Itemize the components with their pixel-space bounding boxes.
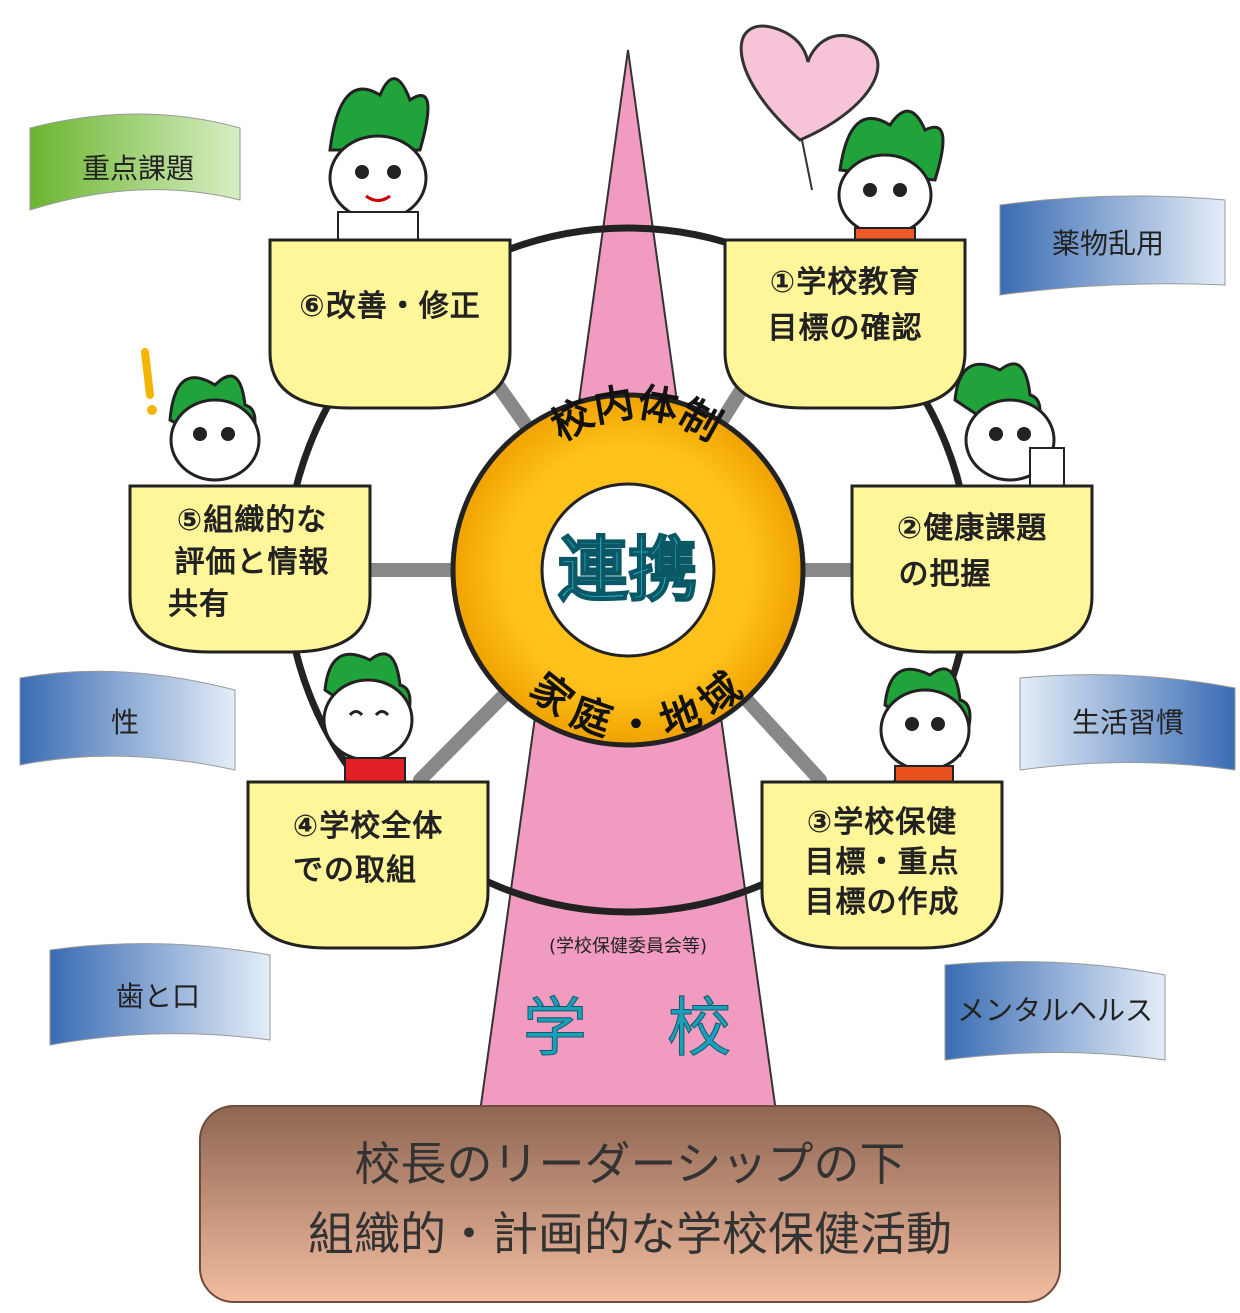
step-3-line-2: 目標・重点 <box>805 845 960 880</box>
mascot-doctor <box>328 77 430 245</box>
step-5-line-1: ⑤組織的な <box>177 503 327 538</box>
mascot-happy <box>322 652 414 783</box>
flag-topic-3: 性 <box>19 670 236 771</box>
step-5-line-2: 評価と情報 <box>175 545 330 580</box>
step-2-line-1: ②健康課題 <box>897 511 1047 546</box>
mascot-heart <box>739 24 945 243</box>
hub-center-label: 連携 <box>558 529 698 611</box>
step-1-line-2: 目標の確認 <box>768 311 923 346</box>
cabin-step-3: ③学校保健 目標・重点 目標の作成 <box>760 780 1004 950</box>
step-3-line-1: ③学校保健 <box>807 805 957 840</box>
base-banner: 校長のリーダーシップの下 組織的・計画的な学校保健活動 <box>199 1105 1061 1303</box>
base-line-1: 校長のリーダーシップの下 <box>354 1137 905 1191</box>
mascot-paper <box>953 362 1065 489</box>
flag-topic-6: メンタルヘルス <box>944 961 1166 1061</box>
hub: 校内体制 家庭・地域 連携 <box>450 380 806 748</box>
cabin-step-6: ⑥改善・修正 <box>268 238 512 410</box>
step-4-line-1: ④学校全体 <box>293 809 443 844</box>
flag-topic-5: 歯と口 <box>49 943 271 1046</box>
step-4-line-2: での取組 <box>293 853 417 888</box>
committee-label: (学校保健委員会等) <box>549 936 707 957</box>
cabin-step-2: ②健康課題 の把握 <box>850 484 1094 654</box>
topic-2-label: 薬物乱用 <box>1052 227 1164 260</box>
topic-6-label: メンタルヘルス <box>957 994 1153 1027</box>
step-2-line-2: の把握 <box>899 557 992 592</box>
school-label: 学 校 <box>523 992 761 1066</box>
flag-topic-1: 重点課題 <box>29 113 241 211</box>
step-6-line-1: ⑥改善・修正 <box>299 289 480 324</box>
mascot-pointing <box>879 667 972 787</box>
mascot-idea <box>141 348 261 482</box>
topic-5-label: 歯と口 <box>116 980 200 1013</box>
topic-1-label: 重点課題 <box>82 152 194 185</box>
flag-topic-2: 薬物乱用 <box>999 195 1226 296</box>
base-line-2: 組織的・計画的な学校保健活動 <box>308 1207 952 1261</box>
flag-topic-4: 生活習慣 <box>1019 674 1236 771</box>
topic-3-label: 性 <box>111 706 139 739</box>
cabin-step-4: ④学校全体 での取組 <box>246 780 490 950</box>
cabin-step-1: ①学校教育 目標の確認 <box>723 238 967 410</box>
step-5-line-3: 共有 <box>168 587 230 622</box>
cabin-step-5: ⑤組織的な 評価と情報 共有 <box>128 484 372 654</box>
step-3-line-3: 目標の作成 <box>805 885 960 920</box>
step-1-line-1: ①学校教育 <box>770 265 920 300</box>
topic-4-label: 生活習慣 <box>1072 706 1184 739</box>
